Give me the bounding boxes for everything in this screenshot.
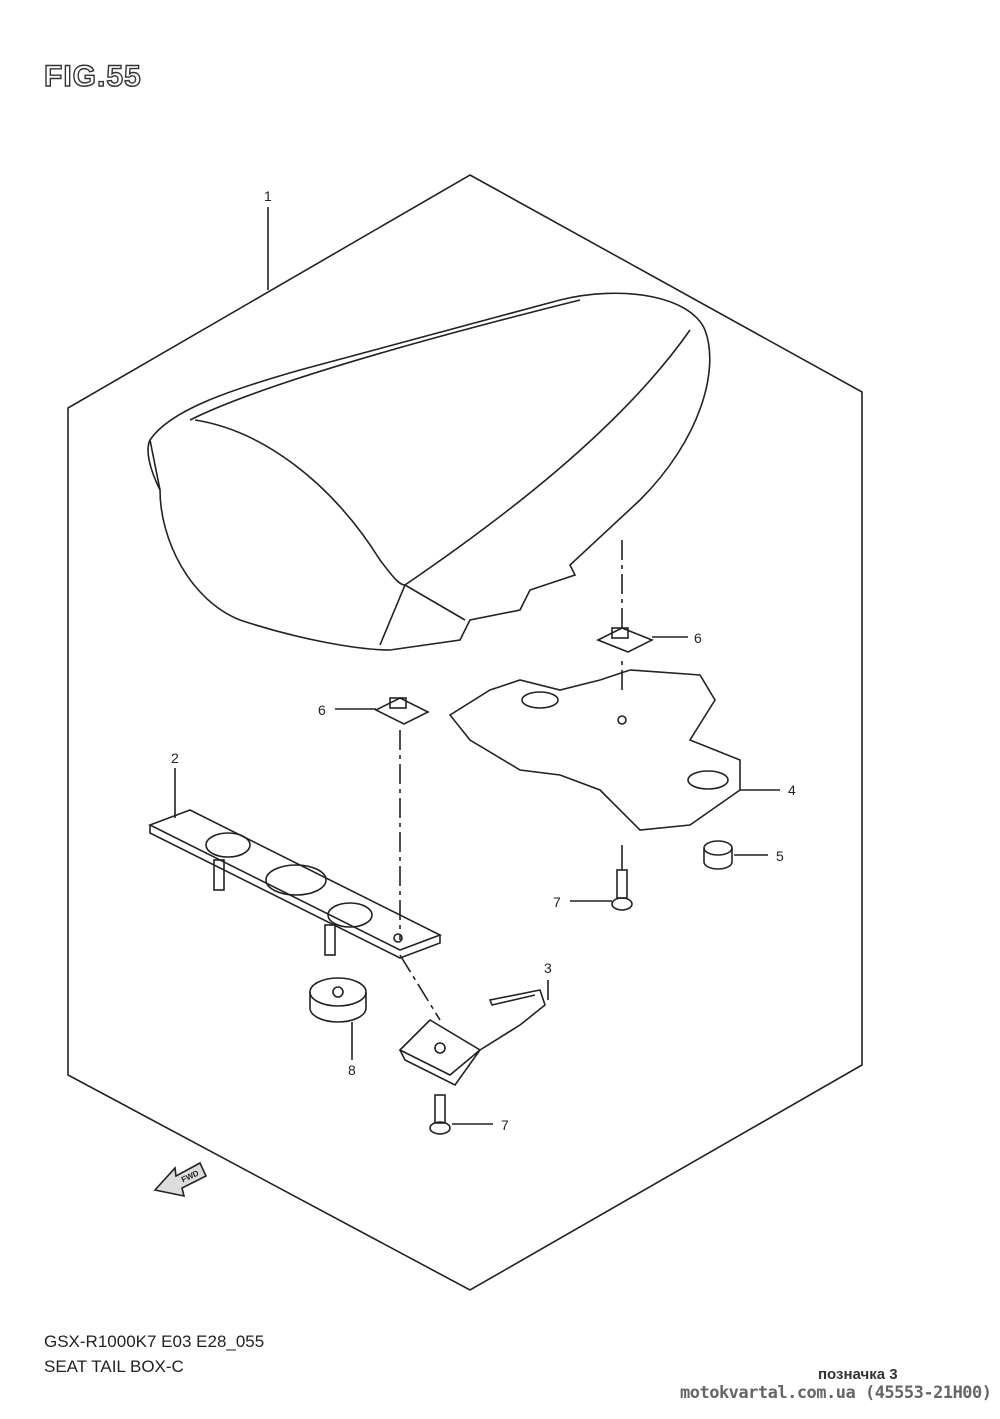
- clip-nut-upper[interactable]: [596, 627, 654, 653]
- callout-6-lower: 6: [318, 702, 326, 718]
- callout-7-upper: 7: [553, 894, 561, 910]
- watermark-site: motokvartal.com.ua (45553-21H00): [680, 1383, 992, 1403]
- rear-bracket[interactable]: [448, 660, 741, 831]
- assembly-boundary: [67, 174, 863, 1291]
- forward-arrow-icon: [153, 1161, 208, 1198]
- callout-7-lower: 7: [501, 1117, 509, 1133]
- callout-2: 2: [171, 750, 179, 766]
- watermark-label: позначка 3: [818, 1366, 898, 1383]
- bolt-lower[interactable]: [429, 1094, 451, 1135]
- grommet[interactable]: [309, 977, 367, 1023]
- wire-bracket[interactable]: [398, 954, 546, 1087]
- callout-6-upper: 6: [694, 630, 702, 646]
- bolt-upper[interactable]: [611, 869, 633, 911]
- callout-5: 5: [776, 848, 784, 864]
- model-code: GSX-R1000K7 E03 E28_055: [44, 1332, 265, 1351]
- figure-title: FIG.55: [43, 59, 142, 93]
- seat-tail-cover[interactable]: [147, 292, 711, 651]
- cushion[interactable]: [703, 840, 733, 870]
- section-title: SEAT TAIL BOX-C: [44, 1357, 184, 1376]
- callout-8: 8: [348, 1062, 356, 1078]
- callout-4: 4: [788, 782, 796, 798]
- callout-1: 1: [264, 188, 272, 204]
- clip-nut-lower[interactable]: [374, 697, 430, 725]
- callout-3: 3: [544, 960, 552, 976]
- mounting-plate[interactable]: [148, 809, 442, 959]
